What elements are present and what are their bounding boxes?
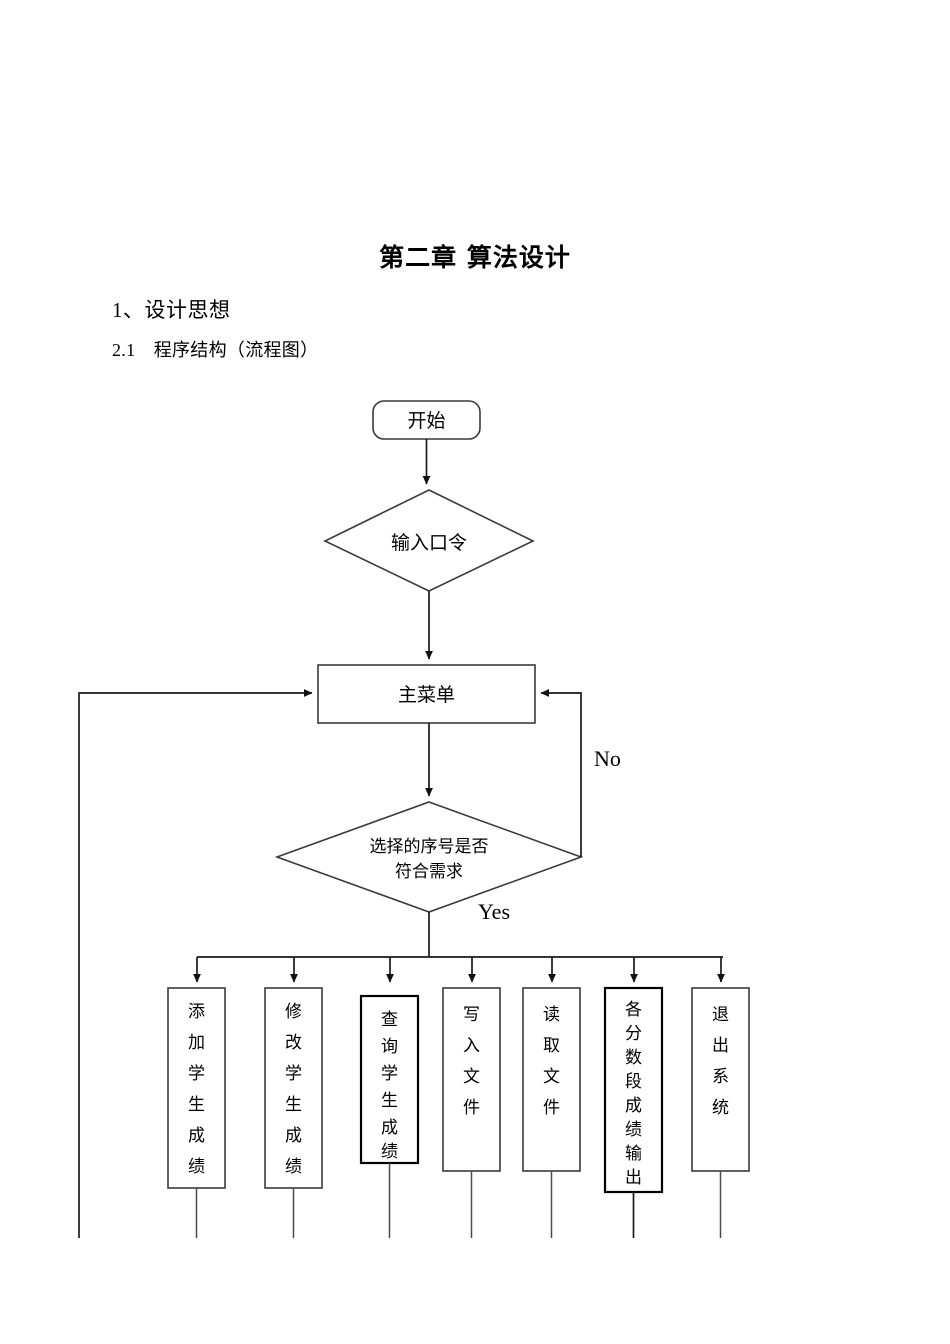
node-op3-char-1: 询 (381, 1037, 398, 1056)
node-op5[interactable]: 读 取 文 件 (522, 987, 581, 1172)
node-op6-char-0: 各 (625, 1000, 642, 1019)
edge-return-to-menu (78, 689, 313, 1238)
node-op3-char-5: 绩 (381, 1142, 398, 1161)
node-op2-char-5: 绩 (285, 1157, 302, 1176)
node-op6-char-7: 出 (625, 1168, 642, 1187)
node-op1[interactable]: 添 加 学 生 成 绩 (167, 987, 226, 1189)
op2-shape (264, 987, 323, 1189)
node-op3-char-0: 查 (381, 1010, 398, 1029)
node-op1-char-5: 绩 (188, 1157, 205, 1176)
node-op3[interactable]: 查 询 学 生 成 绩 (359, 994, 420, 1165)
branch-label-no: No (594, 746, 621, 771)
node-op1-char-2: 学 (188, 1064, 205, 1083)
branch-label-yes: Yes (478, 899, 510, 924)
node-password-label: 输入口令 (391, 532, 467, 554)
node-op5-char-2: 文 (543, 1067, 560, 1086)
node-op6-char-6: 输 (625, 1144, 642, 1163)
node-op7-char-0: 退 (712, 1005, 729, 1024)
node-op5-char-0: 读 (543, 1005, 560, 1024)
edge-check-no-to-menu (540, 689, 582, 857)
node-check-selection[interactable]: 选择的序号是否 符合需求 (274, 801, 584, 913)
node-op2-char-2: 学 (285, 1064, 302, 1083)
node-op6-char-4: 成 (625, 1096, 642, 1115)
op5-shape (522, 987, 581, 1172)
node-op1-char-0: 添 (188, 1002, 205, 1021)
node-op7-char-3: 统 (712, 1098, 729, 1117)
check-shape (274, 801, 584, 913)
node-op5-char-3: 件 (543, 1098, 560, 1117)
section-heading-program-structure: 2.1 程序结构（流程图） (112, 340, 319, 360)
node-op3-char-4: 成 (381, 1118, 398, 1137)
node-op2-char-0: 修 (285, 1002, 302, 1021)
section-heading-design-idea: 1、设计思想 (112, 298, 231, 322)
node-start[interactable]: 开始 (372, 400, 481, 440)
node-op6[interactable]: 各 分 数 段 成 绩 输 出 (603, 986, 664, 1194)
node-op7-char-2: 系 (712, 1067, 729, 1086)
node-op1-char-4: 成 (188, 1126, 205, 1145)
node-op2-char-4: 成 (285, 1126, 302, 1145)
node-op2-char-1: 改 (285, 1033, 302, 1052)
node-op6-char-2: 数 (625, 1048, 642, 1067)
node-check-label-line2: 符合需求 (395, 862, 463, 881)
node-check-label-line1: 选择的序号是否 (370, 837, 489, 856)
node-op4[interactable]: 写 入 文 件 (442, 987, 501, 1172)
page-title: 第二章 算法设计 (379, 243, 571, 272)
node-main-menu-label: 主菜单 (398, 684, 455, 706)
node-op4-char-2: 文 (463, 1067, 480, 1086)
node-op6-char-3: 段 (625, 1072, 642, 1091)
node-op6-char-1: 分 (625, 1024, 642, 1043)
node-op4-char-3: 件 (463, 1098, 480, 1117)
op7-shape (691, 987, 750, 1172)
main-menu-shape (317, 664, 536, 724)
node-op4-char-1: 入 (463, 1036, 480, 1055)
node-password[interactable]: 输入口令 (323, 489, 535, 592)
node-op2-char-3: 生 (285, 1095, 302, 1114)
node-op5-char-1: 取 (543, 1036, 560, 1055)
node-op7[interactable]: 退 出 系 统 (691, 987, 750, 1172)
node-op1-char-3: 生 (188, 1095, 205, 1114)
node-op7-char-1: 出 (712, 1036, 729, 1055)
node-start-label: 开始 (407, 410, 445, 432)
node-op3-char-3: 生 (381, 1091, 398, 1110)
node-main-menu[interactable]: 主菜单 (317, 664, 536, 724)
node-op6-char-5: 绩 (625, 1120, 642, 1139)
node-op4-char-0: 写 (463, 1005, 480, 1024)
node-op3-char-2: 学 (381, 1064, 398, 1083)
op4-shape (442, 987, 501, 1172)
node-op1-char-1: 加 (188, 1033, 205, 1052)
node-op2[interactable]: 修 改 学 生 成 绩 (264, 987, 323, 1189)
